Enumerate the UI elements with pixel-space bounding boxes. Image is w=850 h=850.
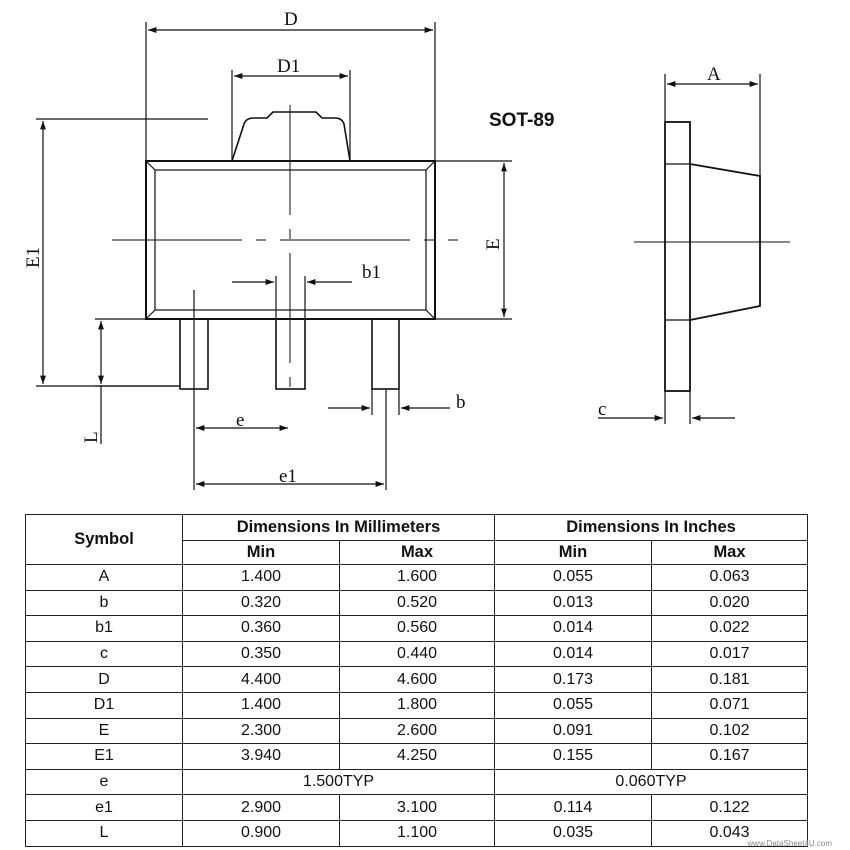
mm-min-cell: 4.400	[182, 666, 340, 693]
side-view-tab	[664, 121, 691, 392]
in-min-cell: 0.173	[494, 666, 652, 693]
symbol-cell: D1	[25, 691, 183, 719]
mm-min-header: Min	[182, 540, 340, 565]
mm-max-cell: 3.100	[339, 794, 495, 821]
in-min-cell: 0.014	[494, 640, 652, 668]
mm-min-cell: 0.900	[182, 819, 340, 847]
package-outline-drawing: D D1 E1 E b1 b e e1 L A c SOT-89	[23, 9, 790, 490]
symbol-cell: e	[25, 768, 183, 796]
mm-max-cell: 4.250	[339, 743, 495, 770]
mm-max-cell: 1.800	[339, 691, 495, 719]
mm-max-header: Max	[339, 540, 495, 565]
symbol-cell: L	[25, 819, 183, 847]
mm-min-cell: 1.400	[182, 564, 340, 591]
in-max-cell: 0.122	[651, 794, 808, 821]
in-max-cell: 0.071	[651, 691, 808, 719]
table-row: b 0.320 0.520 0.013 0.020	[25, 589, 808, 617]
mm-typ-cell: 1.500TYP	[182, 768, 495, 796]
symbol-cell: E	[25, 717, 183, 745]
mm-min-cell: 2.300	[182, 717, 340, 745]
mm-header: Dimensions In Millimeters	[182, 514, 495, 541]
symbol-cell: D	[25, 666, 183, 693]
mm-max-cell: 0.560	[339, 615, 495, 642]
table-row: c 0.350 0.440 0.014 0.017	[25, 640, 808, 668]
in-min-cell: 0.035	[494, 819, 652, 847]
symbol-cell: b1	[25, 615, 183, 642]
in-min-cell: 0.055	[494, 564, 652, 591]
in-min-cell: 0.013	[494, 589, 652, 617]
mm-min-cell: 3.940	[182, 743, 340, 770]
inches-header: Dimensions In Inches	[494, 514, 808, 541]
symbol-header: Symbol	[25, 514, 183, 565]
symbol-cell: e1	[25, 794, 183, 821]
dimensions-table: Symbol Dimensions In Millimeters Dimensi…	[25, 514, 808, 847]
in-min-header: Min	[494, 540, 652, 565]
symbol-cell: E1	[25, 743, 183, 770]
label-E1: E1	[23, 247, 44, 268]
label-E: E	[483, 238, 504, 250]
table-row: D1 1.400 1.800 0.055 0.071	[25, 691, 808, 719]
package-name: SOT-89	[489, 110, 554, 131]
in-max-cell: 0.102	[651, 717, 808, 745]
side-view-body	[689, 163, 761, 321]
in-min-cell: 0.014	[494, 615, 652, 642]
in-max-cell: 0.017	[651, 640, 808, 668]
label-b1: b1	[362, 262, 381, 283]
mm-min-cell: 0.350	[182, 640, 340, 668]
label-e: e	[236, 410, 244, 431]
in-typ-cell: 0.060TYP	[494, 768, 808, 796]
mm-max-cell: 2.600	[339, 717, 495, 745]
mm-max-cell: 0.520	[339, 589, 495, 617]
in-max-cell: 0.043	[651, 819, 808, 847]
label-e1: e1	[279, 466, 297, 487]
table-row: A 1.400 1.600 0.055 0.063	[25, 564, 808, 591]
table-row: E1 3.940 4.250 0.155 0.167	[25, 743, 808, 770]
in-max-cell: 0.022	[651, 615, 808, 642]
table-row: L 0.900 1.100 0.035 0.043	[25, 819, 808, 847]
in-min-cell: 0.055	[494, 691, 652, 719]
label-c: c	[598, 399, 606, 420]
mm-max-cell: 1.100	[339, 819, 495, 847]
in-max-header: Max	[651, 540, 808, 565]
watermark: www.DataSheet4U.com	[747, 839, 832, 848]
label-b: b	[456, 392, 466, 413]
top-tab	[231, 111, 351, 162]
table-row: e1 2.900 3.100 0.114 0.122	[25, 794, 808, 821]
table-row: e 1.500TYP 0.060TYP	[25, 768, 808, 796]
symbol-cell: c	[25, 640, 183, 668]
in-min-cell: 0.114	[494, 794, 652, 821]
in-max-cell: 0.020	[651, 589, 808, 617]
label-A: A	[707, 64, 721, 85]
in-max-cell: 0.181	[651, 666, 808, 693]
mm-max-cell: 1.600	[339, 564, 495, 591]
label-L: L	[81, 431, 102, 443]
mm-min-cell: 0.320	[182, 589, 340, 617]
in-max-cell: 0.167	[651, 743, 808, 770]
in-min-cell: 0.155	[494, 743, 652, 770]
symbol-cell: b	[25, 589, 183, 617]
mm-min-cell: 1.400	[182, 691, 340, 719]
mm-max-cell: 0.440	[339, 640, 495, 668]
mm-min-cell: 2.900	[182, 794, 340, 821]
mm-min-cell: 0.360	[182, 615, 340, 642]
label-D: D	[284, 9, 298, 30]
table-row: D 4.400 4.600 0.173 0.181	[25, 666, 808, 693]
in-max-cell: 0.063	[651, 564, 808, 591]
lead-right	[371, 318, 400, 390]
symbol-cell: A	[25, 564, 183, 591]
label-D1: D1	[277, 56, 300, 77]
in-min-cell: 0.091	[494, 717, 652, 745]
table-row: b1 0.360 0.560 0.014 0.022	[25, 615, 808, 642]
mm-max-cell: 4.600	[339, 666, 495, 693]
table-row: E 2.300 2.600 0.091 0.102	[25, 717, 808, 745]
